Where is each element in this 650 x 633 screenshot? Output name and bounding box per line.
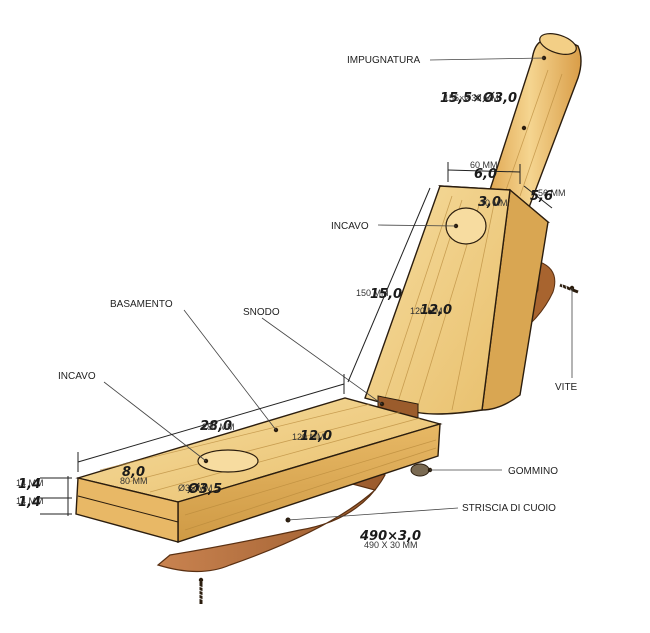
leader-lines	[103, 57, 573, 521]
head-width-main: 6,0	[474, 167, 497, 182]
base-length-sub: 280 MM	[202, 422, 235, 432]
base-hole-off-sub: 80 MM	[120, 476, 148, 486]
base-thick-sub-b: 14 MM	[16, 496, 44, 506]
base-width-sub: 120 MM	[292, 432, 325, 442]
head-depth-main: 5,6	[530, 189, 553, 204]
recess-upper-label: INCAVO	[331, 221, 369, 232]
recess-lower-label: INCAVO	[58, 371, 96, 382]
head-width-sub: 60 MM	[470, 160, 498, 170]
rubber-bumper	[410, 463, 433, 477]
base-thick-sub-a: 14 MM	[16, 478, 44, 488]
handle	[487, 33, 582, 211]
base-length-main: 28,0	[200, 419, 232, 434]
strap-sub: 490 X 30 MM	[364, 540, 418, 550]
head-thick-sub: 120 MM	[410, 306, 443, 316]
handle-dim-sub: 155×Ø30 MM	[444, 93, 499, 103]
base-hole-off-main: 8,0	[122, 465, 145, 480]
handle-dim-main: 15,5×Ø3,0	[440, 91, 517, 106]
head-thick-main: 12,0	[420, 303, 452, 318]
handle-label: IMPUGNATURA	[347, 55, 420, 66]
base-thick-main-b: 1,4	[18, 495, 41, 510]
base-hole-sub: Ø35 MM	[178, 483, 213, 493]
dimension-lines	[40, 162, 553, 516]
head-length-sub: 150 MM	[356, 288, 389, 298]
leather-label: STRISCIA DI CUOIO	[462, 503, 556, 514]
base-hole-main: Ø3,5	[187, 482, 222, 497]
head-hole-sub: 30 MM	[480, 198, 508, 208]
head-hole-main: 3,0	[478, 195, 501, 210]
base-thick-main-a: 1,4	[18, 477, 41, 492]
head-length-main: 15,0	[370, 287, 402, 302]
head-depth-sub: 56 MM	[538, 188, 566, 198]
base-board	[75, 397, 443, 543]
strap-main: 490×3,0	[359, 529, 421, 544]
screw-label: VITE	[555, 382, 578, 393]
base-width-main: 12,0	[300, 429, 332, 444]
rubber-label: GOMMINO	[508, 466, 558, 477]
base-label: BASAMENTO	[110, 299, 173, 310]
joint-label: SNODO	[243, 307, 280, 318]
screw-icon	[559, 283, 579, 296]
screw-bottom-icon	[197, 577, 205, 604]
